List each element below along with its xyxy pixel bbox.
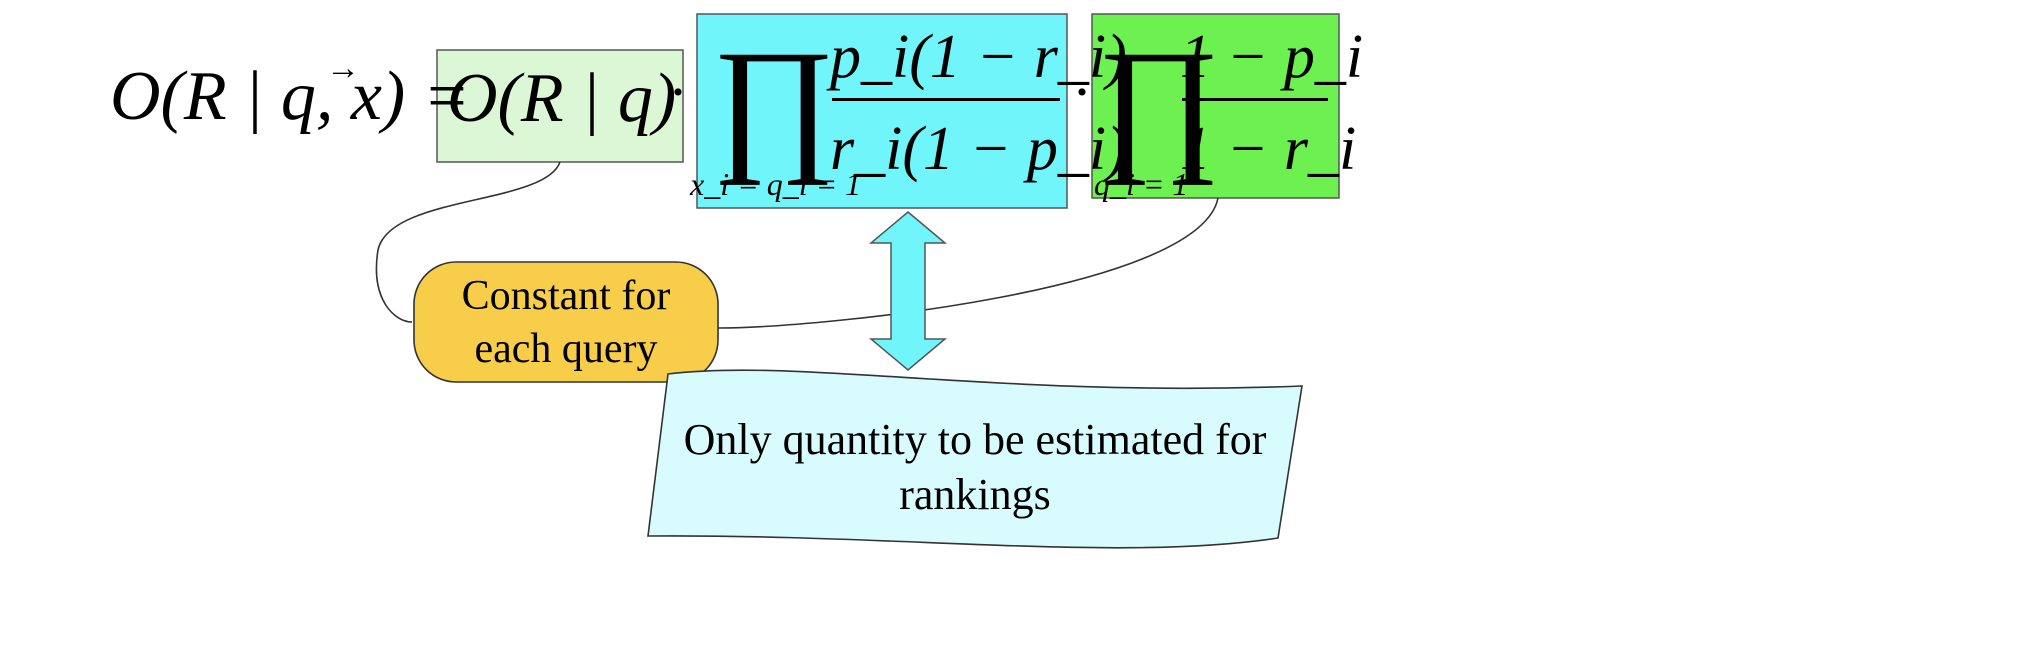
double-arrow-icon — [868, 211, 948, 371]
product1-denominator: r_i(1 − p_i) — [830, 115, 1127, 183]
constant-callout-box — [413, 261, 719, 383]
product2-highlight — [1091, 13, 1340, 199]
product1-numerator: p_i(1 − r_i) — [830, 23, 1127, 91]
product2-numerator: 1 − p_i — [1180, 23, 1364, 91]
product1-fraction-bar — [832, 98, 1060, 101]
term1: O(R | q) — [447, 60, 677, 137]
formula-lhs: O(R | q, x) = — [110, 62, 470, 132]
constant-connector-right — [717, 197, 1219, 329]
constant-callout-text: Constant for each query — [461, 273, 671, 372]
constant-connector-left — [375, 161, 561, 323]
product2-fraction-bar — [1182, 98, 1328, 101]
product1-highlight — [696, 13, 1068, 209]
product1-subscript: x_i = q_i = 1 — [690, 166, 862, 202]
dot-operator-2: · — [1072, 59, 1092, 125]
product1-symbol: ∏ — [712, 20, 836, 186]
product2-symbol: ∏ — [1097, 20, 1221, 186]
lhs-text: O(R | q, x) = — [110, 58, 470, 135]
vector-arrow-icon: → — [326, 50, 360, 87]
product2-subscript: q_i = 1 — [1094, 166, 1189, 202]
term1-highlight — [436, 49, 684, 163]
estimate-callout-text: Only quantity to be estimated for rankin… — [683, 415, 1267, 519]
dot-operator-1: · — [668, 59, 688, 125]
product2-denominator: 1 − r_i — [1180, 115, 1357, 183]
estimate-callout-box — [647, 369, 1303, 549]
